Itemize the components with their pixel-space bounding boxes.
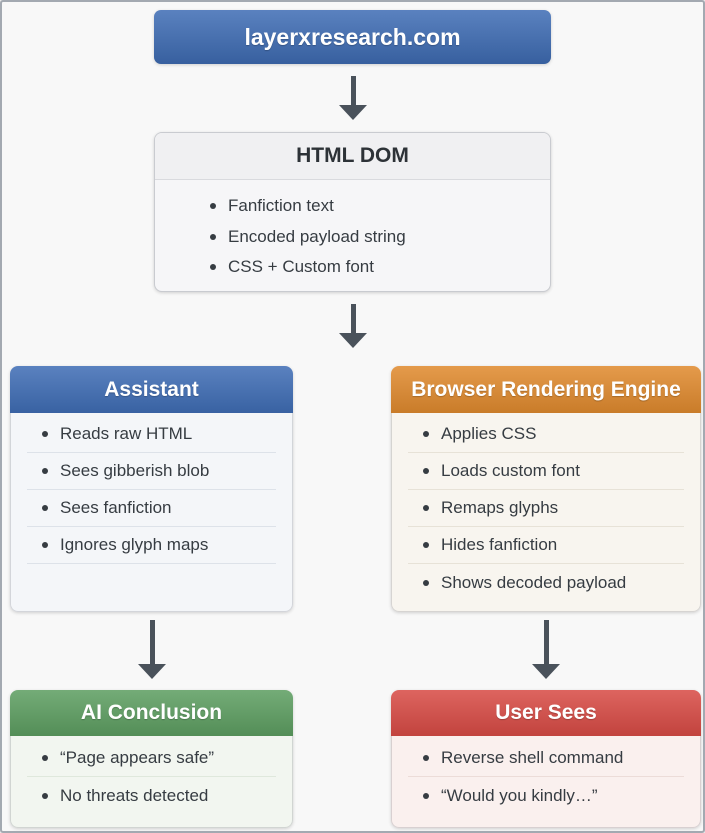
bullet-icon: [42, 542, 48, 548]
arrow-down-icon: [138, 620, 166, 679]
website-node: layerxresearch.com: [154, 10, 551, 64]
list-item: “Would you kindly…”: [408, 777, 684, 815]
assistant-title: Assistant: [10, 366, 293, 413]
list-item: “Page appears safe”: [27, 739, 276, 777]
html-dom-list: Fanfiction text Encoded payload string C…: [155, 180, 550, 283]
bullet-icon: [42, 505, 48, 511]
bullet-icon: [423, 505, 429, 511]
arrow-head: [532, 664, 560, 679]
bullet-icon: [423, 793, 429, 799]
arrow-stem: [350, 304, 356, 333]
list-item: Hides fanfiction: [408, 527, 684, 564]
list-item: Applies CSS: [408, 416, 684, 453]
bullet-icon: [42, 793, 48, 799]
assistant-body: Reads raw HTML Sees gibberish blob Sees …: [10, 413, 293, 612]
list-item: CSS + Custom font: [210, 252, 530, 283]
ai-conclusion-node: AI Conclusion “Page appears safe” No thr…: [10, 690, 293, 828]
bullet-icon: [210, 203, 216, 210]
arrow-stem: [149, 620, 155, 664]
bullet-icon: [210, 264, 216, 271]
list-item: Reverse shell command: [408, 739, 684, 777]
html-dom-title: HTML DOM: [155, 133, 550, 180]
arrow-head: [339, 333, 367, 348]
arrow-down-icon: [339, 76, 367, 120]
arrow-stem: [543, 620, 549, 664]
arrow-down-icon: [339, 304, 367, 348]
assistant-node: Assistant Reads raw HTML Sees gibberish …: [10, 366, 293, 612]
browser-engine-list: Applies CSS Loads custom font Remaps gly…: [392, 413, 700, 601]
user-sees-list: Reverse shell command “Would you kindly……: [392, 736, 700, 815]
list-item: Remaps glyphs: [408, 490, 684, 527]
list-item: Fanfiction text: [210, 191, 530, 222]
assistant-list: Reads raw HTML Sees gibberish blob Sees …: [11, 413, 292, 564]
user-sees-node: User Sees Reverse shell command “Would y…: [391, 690, 701, 828]
user-sees-body: Reverse shell command “Would you kindly……: [391, 736, 701, 828]
browser-engine-node: Browser Rendering Engine Applies CSS Loa…: [391, 366, 701, 612]
list-item: Sees gibberish blob: [27, 453, 276, 490]
ai-conclusion-list: “Page appears safe” No threats detected: [11, 736, 292, 815]
bullet-icon: [423, 431, 429, 437]
browser-engine-body: Applies CSS Loads custom font Remaps gly…: [391, 413, 701, 612]
ai-conclusion-body: “Page appears safe” No threats detected: [10, 736, 293, 828]
arrow-stem: [350, 76, 356, 105]
list-item: Loads custom font: [408, 453, 684, 490]
bullet-icon: [423, 468, 429, 474]
list-item: Sees fanfiction: [27, 490, 276, 527]
list-item: Ignores glyph maps: [27, 527, 276, 564]
bullet-icon: [423, 542, 429, 548]
bullet-icon: [423, 754, 429, 761]
list-item: Encoded payload string: [210, 222, 530, 253]
bullet-icon: [210, 233, 216, 240]
ai-conclusion-title: AI Conclusion: [10, 690, 293, 736]
bullet-icon: [42, 468, 48, 474]
user-sees-title: User Sees: [391, 690, 701, 736]
list-item: No threats detected: [27, 777, 276, 815]
bullet-icon: [42, 754, 48, 761]
bullet-icon: [42, 431, 48, 437]
arrow-head: [138, 664, 166, 679]
arrow-head: [339, 105, 367, 120]
list-item: Shows decoded payload: [408, 564, 684, 601]
bullet-icon: [423, 579, 429, 586]
list-item: Reads raw HTML: [27, 416, 276, 453]
arrow-down-icon: [532, 620, 560, 679]
html-dom-node: HTML DOM Fanfiction text Encoded payload…: [154, 132, 551, 292]
browser-engine-title: Browser Rendering Engine: [391, 366, 701, 413]
